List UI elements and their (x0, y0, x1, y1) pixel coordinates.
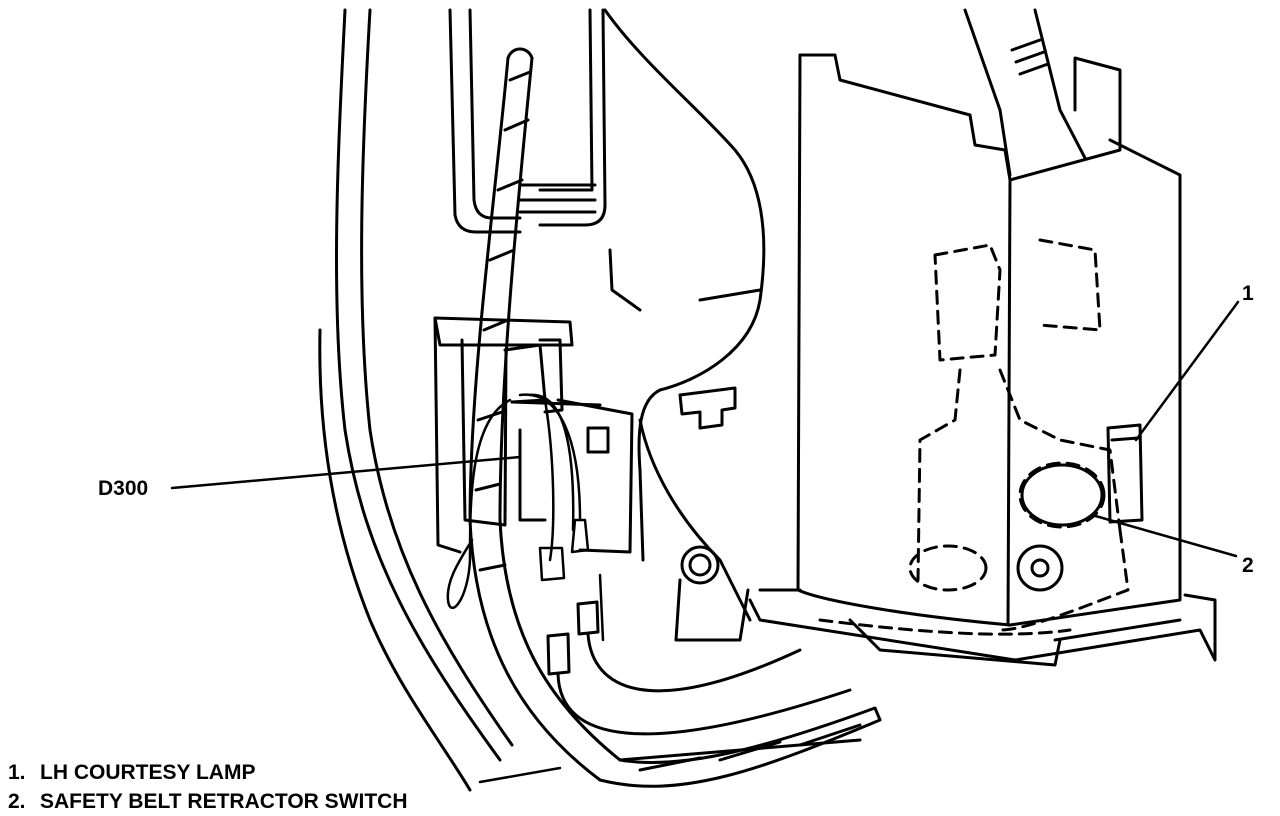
legend-item-text: SAFETY BELT RETRACTOR SWITCH (40, 790, 408, 813)
pillar-grommet (674, 545, 750, 642)
legend-item-number: 1. (8, 761, 26, 784)
legend-item-number: 2. (8, 790, 26, 813)
legend-item-2: 2. SAFETY BELT RETRACTOR SWITCH (8, 787, 408, 816)
item-2-callout-label: 2 (1242, 554, 1254, 577)
legend-item-1: 1. LH COURTESY LAMP (8, 758, 408, 787)
item-1-leader-line (1134, 300, 1240, 442)
safety-belt-retractor-switch (1016, 463, 1104, 592)
hidden-retractor-detail (818, 238, 1130, 636)
d300-callout-label: D300 (98, 477, 149, 500)
leader-lines (170, 300, 1240, 784)
door-frame-outline (318, 8, 607, 792)
pillar-trim-panel (603, 8, 766, 622)
d300-leader-line (170, 455, 522, 490)
item-2-leader-line (1090, 513, 1238, 558)
retractor-housing (748, 53, 1217, 667)
belt-webbing (963, 8, 1087, 177)
parts-legend: 1. LH COURTESY LAMP 2. SAFETY BELT RETRACT… (8, 758, 408, 816)
wiring-harness (468, 47, 882, 788)
connector-wires (446, 393, 605, 642)
d300-connector-bracket (433, 316, 634, 554)
floor-hint-line (478, 766, 562, 784)
pigtail-connectors (546, 600, 852, 736)
item-1-callout-label: 1 (1242, 282, 1254, 305)
trim-clip (678, 386, 737, 430)
courtesy-lamp (1106, 423, 1144, 524)
legend-item-text: LH COURTESY LAMP (40, 761, 256, 784)
